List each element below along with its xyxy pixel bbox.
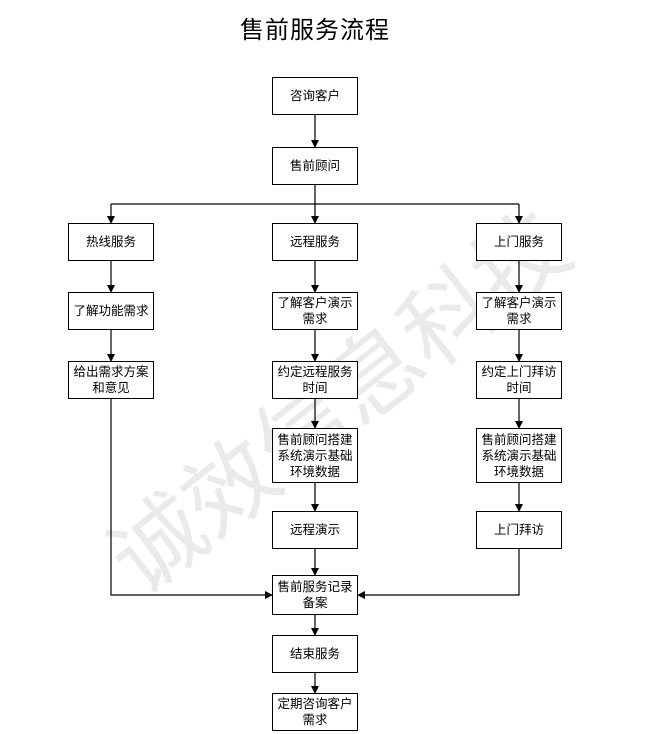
node-onsite-visit: 上门拜访 [476, 511, 562, 549]
node-onsite-env: 售前顾问搭建 系统演示基础 环境数据 [476, 428, 562, 483]
node-remote-need: 了解客户演示 需求 [272, 292, 358, 330]
node-consult-customer: 咨询客户 [272, 77, 358, 115]
node-remote-time: 约定远程服务 时间 [272, 361, 358, 399]
node-finish-service: 结束服务 [272, 635, 358, 673]
node-hotline-service: 热线服务 [68, 223, 154, 261]
node-presales-advisor: 售前顾问 [272, 147, 358, 185]
node-onsite-service: 上门服务 [476, 223, 562, 261]
node-remote-demo: 远程演示 [272, 511, 358, 549]
node-onsite-need: 了解客户演示 需求 [476, 292, 562, 330]
node-service-record: 售前服务记录 备案 [272, 575, 358, 615]
node-remote-env: 售前顾问搭建 系统演示基础 环境数据 [272, 428, 358, 483]
page-title: 售前服务流程 [240, 16, 390, 44]
node-followup: 定期咨询客户 需求 [272, 693, 358, 731]
node-hotline-plan: 给出需求方案 和意见 [68, 361, 154, 399]
node-remote-service: 远程服务 [272, 223, 358, 261]
edge-hotline-record [110, 399, 273, 599]
node-onsite-time: 约定上门拜访 时间 [476, 361, 562, 399]
node-hotline-need: 了解功能需求 [68, 292, 154, 330]
edge-onsite-record [357, 549, 520, 599]
